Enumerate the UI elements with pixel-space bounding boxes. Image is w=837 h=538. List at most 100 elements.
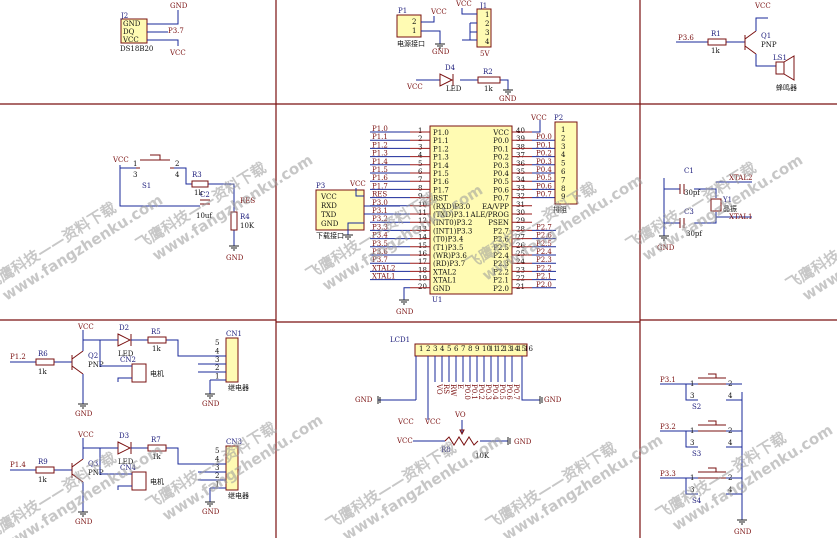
svg-text:P2: P2 (554, 114, 563, 122)
svg-text:10uf: 10uf (196, 212, 213, 220)
mcu-right-pin: P0.7 (493, 195, 509, 203)
mcu-right-pin: P2.7 (493, 227, 509, 235)
resistor-pack-pin: 7 (561, 176, 565, 184)
mcu-right-pin: P2.4 (493, 252, 509, 260)
mcu-right-num: 26 (516, 242, 525, 250)
svg-text:R1: R1 (711, 30, 721, 38)
button-pin-num: 2 (728, 427, 732, 435)
svg-text:VCC: VCC (112, 156, 129, 164)
mcu-left-pin: P1.1 (433, 137, 449, 145)
relay-input-net: P1.4 (10, 461, 26, 469)
relay-transistor: Q2 (88, 352, 98, 360)
reset-circuit: VCC 1 2 3 4 S1 R3 1k C2 10uf R4 10K GND … (112, 154, 255, 262)
svg-text:GND: GND (657, 244, 675, 252)
mcu-left-num: 16 (418, 250, 427, 258)
relay-led-ref: D3 (119, 432, 129, 440)
svg-text:GND: GND (321, 220, 339, 228)
relay-pin-num: 3 (215, 464, 219, 472)
mcu-left-pin: (RXD)P3.0 (433, 203, 470, 211)
svg-text:GND: GND (123, 20, 141, 28)
svg-text:XTAL2: XTAL2 (729, 174, 752, 182)
svg-text:LED: LED (446, 85, 462, 93)
svg-text:VO: VO (454, 411, 466, 419)
button-ref: S2 (692, 403, 701, 411)
relay-base-value: 1k (38, 476, 47, 484)
mcu-left-net: P1.3 (372, 150, 388, 158)
mcu-right-pin: P0.0 (493, 137, 509, 145)
mcu-right-net: P2.5 (536, 240, 552, 248)
relay-base-resistor: R6 (38, 350, 48, 358)
mcu-left-pin: (T0)P3.4 (433, 236, 464, 244)
mcu-right-pin: VCC (492, 129, 509, 137)
mcu-left-pin: XTAL2 (433, 268, 456, 276)
svg-text:DQ: DQ (123, 28, 135, 36)
svg-text:VCC: VCC (424, 418, 441, 426)
svg-text:GND: GND (226, 254, 244, 262)
mcu-right-num: 40 (516, 127, 525, 135)
mcu-right-num: 31 (516, 201, 525, 209)
lcd-pin-num: 6 (454, 345, 459, 353)
mcu-right-net: P0.4 (536, 166, 552, 174)
svg-text:J1: J1 (479, 2, 487, 10)
svg-text:VCC: VCC (320, 193, 337, 201)
mcu-left-pin: XTAL1 (433, 277, 456, 285)
mcu-right-net: P0.2 (536, 150, 552, 158)
mcu-right-num: 27 (516, 234, 525, 242)
motor-label: 电机 (150, 369, 164, 378)
mcu-left-net: P1.0 (372, 125, 388, 133)
power-connector: P1 2 1 电源接口 VCC GND (396, 7, 450, 56)
mcu-left-num: 5 (418, 160, 422, 168)
resistor-pack-pin: 2 (561, 134, 565, 142)
mcu-right-pin: P2.6 (493, 236, 509, 244)
svg-text:R8: R8 (441, 446, 451, 454)
power-led: VCC D4 LED R2 1k GND (406, 64, 517, 103)
svg-text:LS1: LS1 (773, 54, 787, 62)
relay-pin-num: 2 (215, 472, 219, 480)
resistor-pack-pin: 8 (561, 185, 565, 193)
mcu-right-pin: EA/VPP (482, 203, 509, 211)
relay-led-label: LED (118, 458, 134, 466)
svg-text:1k: 1k (194, 189, 203, 197)
svg-text:VCC: VCC (406, 83, 423, 91)
mcu-left-net: XTAL2 (372, 264, 395, 272)
svg-text:4: 4 (175, 171, 180, 179)
relay-connector: CN1 (226, 330, 242, 338)
svg-text:PNP: PNP (761, 41, 777, 49)
mcu-right-num: 34 (516, 176, 525, 184)
mcu-left-net: P1.6 (372, 174, 388, 182)
lcd-net: RS (442, 384, 450, 394)
mcu-right-net: P0.3 (536, 158, 552, 166)
mcu-u1: U1P1.01P1.0P1.12P1.1P1.23P1.2P1.34P1.3P1… (370, 114, 556, 316)
svg-text:R3: R3 (192, 171, 202, 179)
button-ref: S4 (692, 497, 702, 505)
motor-ref: CN2 (120, 356, 136, 364)
mcu-left-num: 6 (418, 168, 423, 176)
mcu-left-num: 11 (418, 209, 427, 217)
mcu-left-net: P1.7 (372, 182, 388, 190)
button-pin-num: 4 (728, 392, 733, 400)
mcu-right-num: 22 (516, 275, 525, 283)
mcu-left-pin: (INT0)P3.2 (433, 219, 472, 227)
svg-text:VCC: VCC (396, 437, 413, 445)
mcu-right-pin: P2.3 (493, 260, 509, 268)
relay-gnd: GND (75, 518, 93, 526)
mcu-left-net: XTAL1 (372, 273, 395, 281)
relay-pin-num: 4 (215, 347, 220, 355)
mcu-right-net: P2.7 (536, 223, 552, 231)
svg-text:VCC: VCC (122, 36, 139, 44)
mcu-right-net: P0.6 (536, 182, 552, 190)
lcd-net: P0.4 (491, 384, 499, 400)
svg-text:1: 1 (133, 160, 137, 168)
lcd-net: VO (435, 383, 443, 395)
mcu-right-pin: P0.2 (493, 154, 509, 162)
mcu-right-num: 24 (516, 258, 525, 266)
mcu-left-pin: RST (433, 195, 448, 203)
svg-text:3: 3 (485, 29, 489, 37)
relay-label: 继电器 (228, 383, 249, 392)
svg-text:RXD: RXD (321, 202, 337, 210)
svg-text:R2: R2 (483, 68, 493, 76)
svg-text:S1: S1 (142, 182, 151, 190)
svg-text:RES: RES (240, 197, 255, 205)
svg-text:10K: 10K (475, 452, 490, 460)
